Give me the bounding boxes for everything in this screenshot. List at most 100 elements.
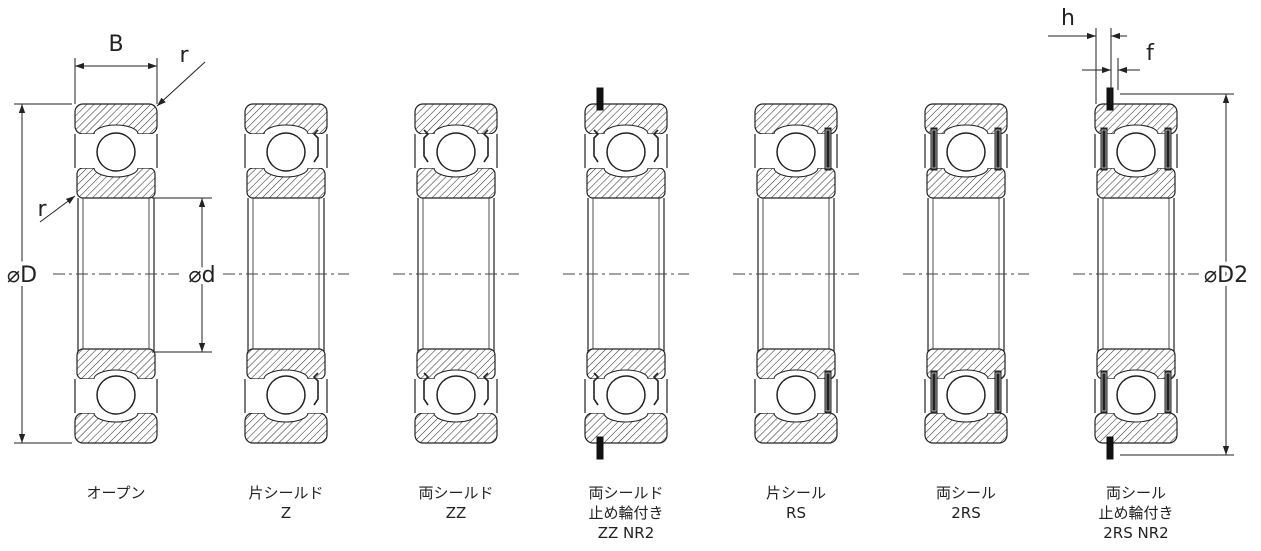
cage-right xyxy=(809,381,816,409)
ball xyxy=(1116,375,1156,415)
shield xyxy=(482,372,489,406)
cage-left xyxy=(776,138,783,166)
cage-right xyxy=(299,138,306,166)
shield xyxy=(423,129,430,163)
cage-left xyxy=(96,381,103,409)
dim-d-label: ⌀d xyxy=(188,263,215,288)
caption-line: RS xyxy=(786,504,806,522)
caption-line: 2RS xyxy=(951,504,981,522)
caption-line: 止め輪付き xyxy=(1098,504,1173,522)
ball xyxy=(776,132,816,172)
dim-r-top-label: r xyxy=(179,43,189,68)
shield xyxy=(423,372,430,406)
shield xyxy=(593,372,600,406)
shield xyxy=(312,129,319,163)
cage-right xyxy=(979,381,986,409)
cage-left xyxy=(776,381,783,409)
snap-ring-bottom xyxy=(1106,436,1114,460)
cage-right xyxy=(639,138,646,166)
ball xyxy=(266,132,306,172)
dim-D-label: ⌀D xyxy=(7,263,37,288)
rubber-seal xyxy=(1100,127,1108,171)
cage-left xyxy=(606,381,613,409)
ball xyxy=(266,375,306,415)
caption-shield-both-sides: 両シールド ZZ xyxy=(418,484,493,522)
cage-right xyxy=(129,138,136,166)
rubber-seal xyxy=(1164,127,1172,171)
ball xyxy=(776,375,816,415)
seal-core xyxy=(931,372,937,412)
ball xyxy=(946,132,986,172)
seal-core xyxy=(995,129,1001,169)
cage-right xyxy=(809,138,816,166)
caption-line: 両シールド xyxy=(418,484,493,502)
cage-right xyxy=(1149,138,1156,166)
cage-right xyxy=(639,381,646,409)
seal-core xyxy=(1165,129,1171,169)
shield xyxy=(652,372,659,406)
caption-line: 2RS NR2 xyxy=(1103,524,1168,542)
seal-core xyxy=(931,129,937,169)
cage-right xyxy=(469,381,476,409)
ball xyxy=(946,375,986,415)
ball xyxy=(96,375,136,415)
rubber-seal xyxy=(930,370,938,414)
caption-line: 両シール xyxy=(1106,484,1166,502)
bearing-shield-both-sides-snap-ring: 両シールド止め輪付き ZZ NR2 xyxy=(563,87,689,542)
caption-line: 両シールド xyxy=(588,484,663,502)
dim-f-label: f xyxy=(1146,41,1155,66)
caption-line: 両シール xyxy=(936,484,996,502)
caption-seal-both-sides-snap-ring: 両シール止め輪付き 2RS NR2 xyxy=(1098,484,1173,542)
rubber-seal xyxy=(994,127,1002,171)
snap-ring-top xyxy=(1106,87,1114,111)
caption-line: 止め輪付き xyxy=(588,504,663,522)
rubber-seal xyxy=(824,127,832,171)
caption-line: Z xyxy=(281,504,291,522)
cage-left xyxy=(436,138,443,166)
cage-left xyxy=(946,138,953,166)
bearing-seal-both-sides-snap-ring: 両シール止め輪付き 2RS NR2 xyxy=(1073,87,1199,542)
caption-line: ZZ xyxy=(446,504,467,522)
bearing-open: オープン xyxy=(53,103,179,502)
caption-line: オープン xyxy=(86,484,145,502)
cage-right xyxy=(469,138,476,166)
cage-left xyxy=(1116,381,1123,409)
seal-core xyxy=(825,372,831,412)
ball xyxy=(436,375,476,415)
snap-ring-bottom xyxy=(596,436,604,460)
shield xyxy=(593,129,600,163)
bearing-shield-both-sides: 両シールド ZZ xyxy=(393,103,519,522)
dim-D2-label: ⌀D2 xyxy=(1204,263,1248,288)
rubber-seal xyxy=(994,370,1002,414)
cage-left xyxy=(1116,138,1123,166)
seal-core xyxy=(1101,372,1107,412)
cage-right xyxy=(1149,381,1156,409)
radius-leader-top xyxy=(156,61,206,107)
rubber-seal xyxy=(1164,370,1172,414)
seal-core xyxy=(995,372,1001,412)
seal-core xyxy=(1165,372,1171,412)
shield xyxy=(312,372,319,406)
rubber-seal xyxy=(930,127,938,171)
ball xyxy=(1116,132,1156,172)
ball xyxy=(96,132,136,172)
dimension-labels-left: B r r ⌀D ⌀d xyxy=(3,32,220,292)
cage-left xyxy=(436,381,443,409)
shield xyxy=(482,129,489,163)
ball xyxy=(606,375,646,415)
cage-right xyxy=(129,381,136,409)
seal-core xyxy=(1101,129,1107,169)
bearing-seal-both-sides: 両シール 2RS xyxy=(903,103,1029,522)
cage-right xyxy=(299,381,306,409)
cage-left xyxy=(266,381,273,409)
rubber-seal xyxy=(824,370,832,414)
cage-left xyxy=(946,381,953,409)
cage-left xyxy=(96,138,103,166)
snap-ring-top xyxy=(596,87,604,111)
dimension-labels-right: h f ⌀D2 xyxy=(1061,6,1252,292)
caption-line: 片シール xyxy=(766,484,826,502)
seal-core xyxy=(825,129,831,169)
rubber-seal xyxy=(1100,370,1108,414)
caption-line: ZZ NR2 xyxy=(598,524,655,542)
cage-left xyxy=(266,138,273,166)
